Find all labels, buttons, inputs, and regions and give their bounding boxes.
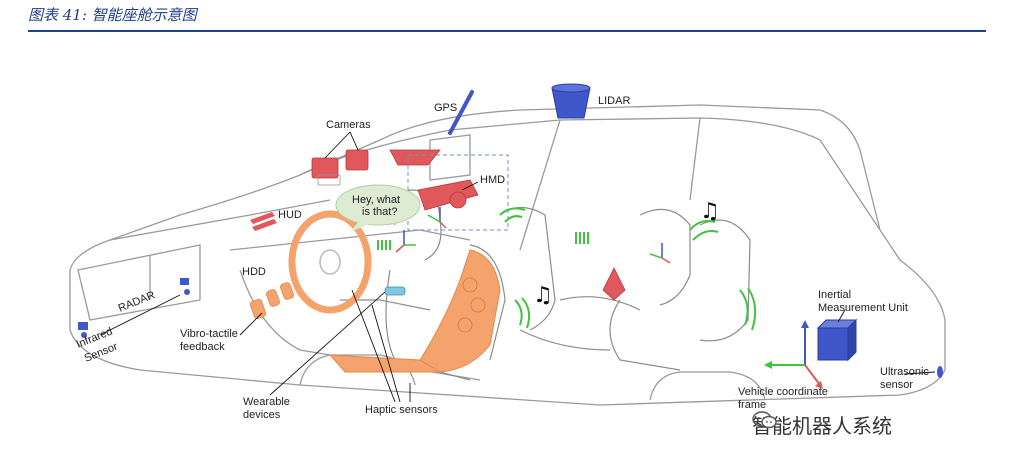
haptic-sensor-dots: [457, 277, 486, 333]
vcf-label-line1: Vehicle coordinate: [738, 386, 828, 398]
rear-phone: [602, 267, 626, 301]
imu-label-line1: Inertial: [818, 289, 851, 301]
vibration-waves: [499, 207, 757, 331]
hmd-label: HMD: [480, 174, 505, 186]
head-frame-driver: [395, 230, 416, 253]
gps-label: GPS: [434, 102, 457, 114]
infrared-sensor: [78, 322, 88, 338]
hmd-dashed-frame: [407, 154, 509, 231]
haptic-label: Haptic sensors: [365, 404, 438, 416]
vibro-label-line2: feedback: [180, 341, 225, 353]
hdd-label: HDD: [242, 266, 266, 278]
speech-bubble-line2: is that?: [362, 206, 397, 218]
vibration-bars: [377, 232, 589, 250]
imu-label-line2: Measurement Unit: [818, 302, 908, 314]
wearable-label-line2: devices: [243, 409, 281, 421]
wechat-icon: [752, 411, 777, 429]
imu-cube: [816, 318, 858, 362]
vehicle-coordinate-frame: [764, 320, 823, 389]
wearable-band: [384, 286, 406, 296]
leader-lines: [99, 131, 936, 403]
watermark: 智能机器人系统: [752, 410, 892, 439]
figure-caption: 图表 41: 智能座舱示意图: [28, 6, 197, 24]
watermark-text: 智能机器人系统: [752, 414, 892, 438]
wearable-label-line1: Wearable: [243, 396, 290, 408]
radar-sensor: [180, 278, 190, 295]
caption-divider: [28, 30, 986, 32]
car-body-outline: [69, 104, 946, 406]
steering-hub: [319, 249, 341, 275]
hud-label: HUD: [278, 209, 302, 221]
speech-bubble-line1: Hey, what: [352, 194, 400, 206]
ultrasonic-label-line1: Ultrasonic: [880, 366, 929, 378]
head-frame-hmd: [427, 207, 447, 229]
music-note-icon: ♫: [700, 199, 720, 224]
head-frame-rear: [649, 243, 671, 264]
steering-wheel: [288, 210, 372, 314]
vibro-label-line1: Vibro-tactile: [180, 328, 238, 340]
haptic-seat-back: [419, 249, 501, 373]
gps-antenna: [448, 90, 474, 135]
camera-icons: [311, 149, 441, 186]
hmd-headset: [417, 179, 479, 211]
ultrasonic-sensor: [937, 366, 943, 378]
vcf-label-line2: frame: [738, 399, 766, 411]
haptic-seat-cushion: [328, 354, 442, 373]
cameras-label: Cameras: [326, 119, 371, 131]
ultrasonic-label-line2: sensor: [880, 379, 913, 391]
lidar-label: LIDAR: [598, 95, 630, 107]
speech-bubble: [335, 184, 421, 232]
lidar-sensor: [551, 83, 591, 119]
music-note-icon: ♫: [533, 283, 553, 308]
vibro-tactile-buttons: [249, 282, 294, 320]
hud-display: [250, 212, 277, 231]
